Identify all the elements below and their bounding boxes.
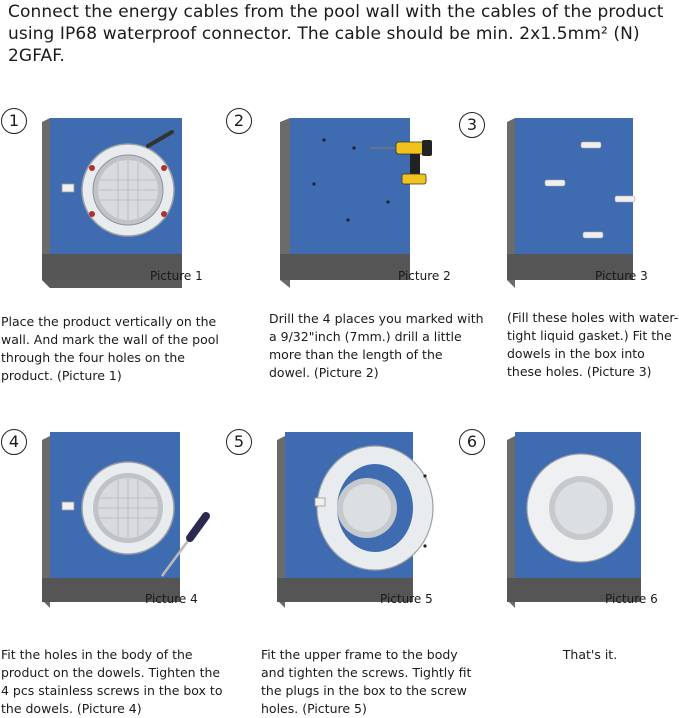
picture-4-label: Picture 4 [145, 592, 198, 606]
step-6-text: That's it. [562, 647, 618, 662]
step-1-text: Place the product vertically on the wall… [1, 314, 219, 383]
step-number-5: 5 [226, 429, 252, 455]
step-number-2: 2 [226, 108, 252, 134]
step-number-1: 1 [1, 108, 27, 134]
picture-1: Picture 1 [40, 110, 215, 290]
picture-3-label: Picture 3 [595, 269, 648, 283]
picture-5: Picture 5 [275, 428, 450, 613]
picture-4: Picture 4 [40, 428, 215, 613]
picture-5-label: Picture 5 [380, 592, 433, 606]
picture-6-label: Picture 6 [605, 592, 658, 606]
step-number-4: 4 [1, 429, 27, 455]
instructions-header: Connect the energy cables from the pool … [8, 1, 676, 67]
step-number-6: 6 [459, 429, 485, 455]
step-3-text: (Fill these holes with water-tight liqui… [507, 310, 679, 379]
header-line-1: Connect the energy cables from the pool … [8, 2, 664, 22]
step-5-text: Fit the upper frame to the body and tigh… [261, 647, 472, 716]
picture-6: Picture 6 [505, 428, 675, 613]
step-number-3: 3 [459, 112, 485, 138]
picture-3: Picture 3 [505, 110, 675, 290]
picture-2-label: Picture 2 [398, 269, 451, 283]
picture-1-label: Picture 1 [150, 269, 203, 283]
step-4-text: Fit the holes in the body of the product… [1, 647, 223, 716]
step-2-text: Drill the 4 places you marked with a 9/3… [269, 311, 484, 380]
header-line-2: using IP68 waterproof connector. The cab… [8, 24, 640, 66]
picture-2: Picture 2 [278, 110, 458, 290]
